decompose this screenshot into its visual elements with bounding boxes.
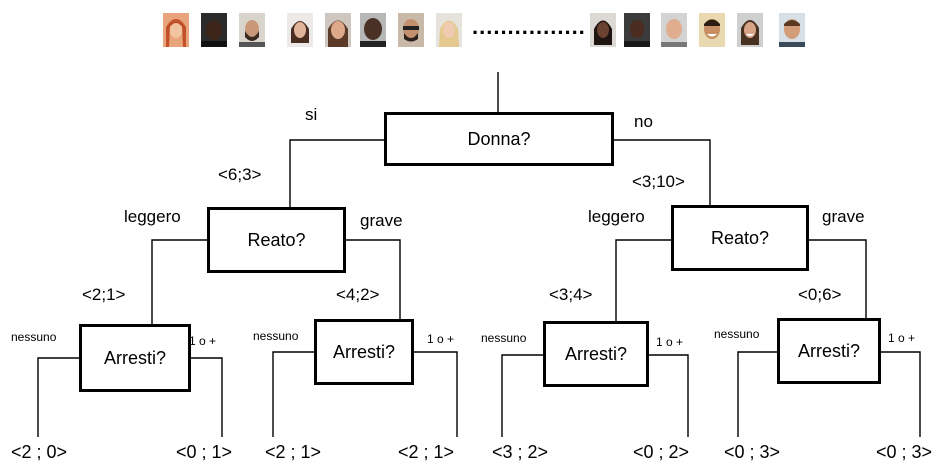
right-light-label: leggero — [588, 207, 645, 226]
right-serious-question: Arresti? — [797, 340, 860, 361]
right-serious-label: grave — [822, 207, 865, 226]
left-light-none-label: nessuno — [11, 330, 57, 344]
root-yes-label: si — [305, 105, 318, 124]
right-serious-more-label: 1 o + — [888, 331, 916, 345]
face-photo-13 — [737, 13, 763, 47]
leaf-8: <0 ; 3> — [876, 442, 933, 462]
left-serious-more-label: 1 o + — [427, 332, 455, 346]
right-question-box: Reato? — [671, 205, 809, 271]
right-serious-question-box: Arresti? — [777, 318, 881, 384]
left-light-question-box: Arresti? — [79, 324, 191, 392]
face-photo-2 — [201, 13, 227, 47]
leaf-7: <0 ; 3> — [724, 442, 781, 462]
face-photo-10 — [624, 13, 650, 47]
leaf-5: <3 ; 2> — [492, 442, 549, 462]
leaf-1: <2 ; 0> — [11, 442, 68, 462]
face-photo-5 — [325, 13, 351, 47]
left-light-more-label: 1 o + — [189, 334, 217, 348]
left-light-label: leggero — [124, 207, 181, 226]
face-photo-9 — [590, 13, 616, 47]
face-photo-4 — [287, 13, 313, 47]
face-photo-3 — [239, 13, 265, 47]
right-light-more-label: 1 o + — [656, 335, 684, 349]
face-photo-7 — [398, 13, 424, 47]
leaf-4: <2 ; 1> — [398, 442, 455, 462]
right-light-question: Arresti? — [564, 343, 627, 364]
right-serious-count: <0;6> — [798, 285, 842, 304]
face-photo-14 — [779, 13, 805, 47]
left-serious-question: Arresti? — [332, 341, 395, 362]
left-serious-none-label: nessuno — [253, 329, 299, 343]
right-question: Reato? — [710, 227, 770, 248]
face-photo-6 — [360, 13, 386, 47]
left-question-box: Reato? — [207, 207, 346, 273]
left-light-count: <2;1> — [82, 285, 126, 304]
face-photo-12 — [699, 13, 725, 47]
root-question: Donna? — [467, 128, 531, 149]
leaf-6: <0 ; 2> — [633, 442, 690, 462]
left-count: <6;3> — [218, 165, 262, 184]
left-question: Reato? — [247, 229, 306, 250]
right-count: <3;10> — [632, 172, 685, 191]
left-light-question: Arresti? — [103, 347, 166, 368]
right-light-none-label: nessuno — [481, 331, 527, 345]
ellipsis: ................ — [472, 14, 586, 39]
face-photo-11 — [661, 13, 687, 47]
leaf-3: <2 ; 1> — [265, 442, 322, 462]
leaf-2: <0 ; 1> — [176, 442, 233, 462]
face-photo-1 — [163, 13, 189, 47]
right-serious-none-label: nessuno — [714, 327, 760, 341]
left-serious-count: <4;2> — [336, 285, 380, 304]
face-photo-8 — [436, 13, 462, 47]
root-no-label: no — [634, 112, 653, 131]
right-light-question-box: Arresti? — [543, 321, 649, 387]
left-serious-label: grave — [360, 211, 403, 230]
left-serious-question-box: Arresti? — [314, 319, 414, 385]
right-light-count: <3;4> — [549, 285, 593, 304]
root-question-box: Donna? — [384, 112, 614, 166]
